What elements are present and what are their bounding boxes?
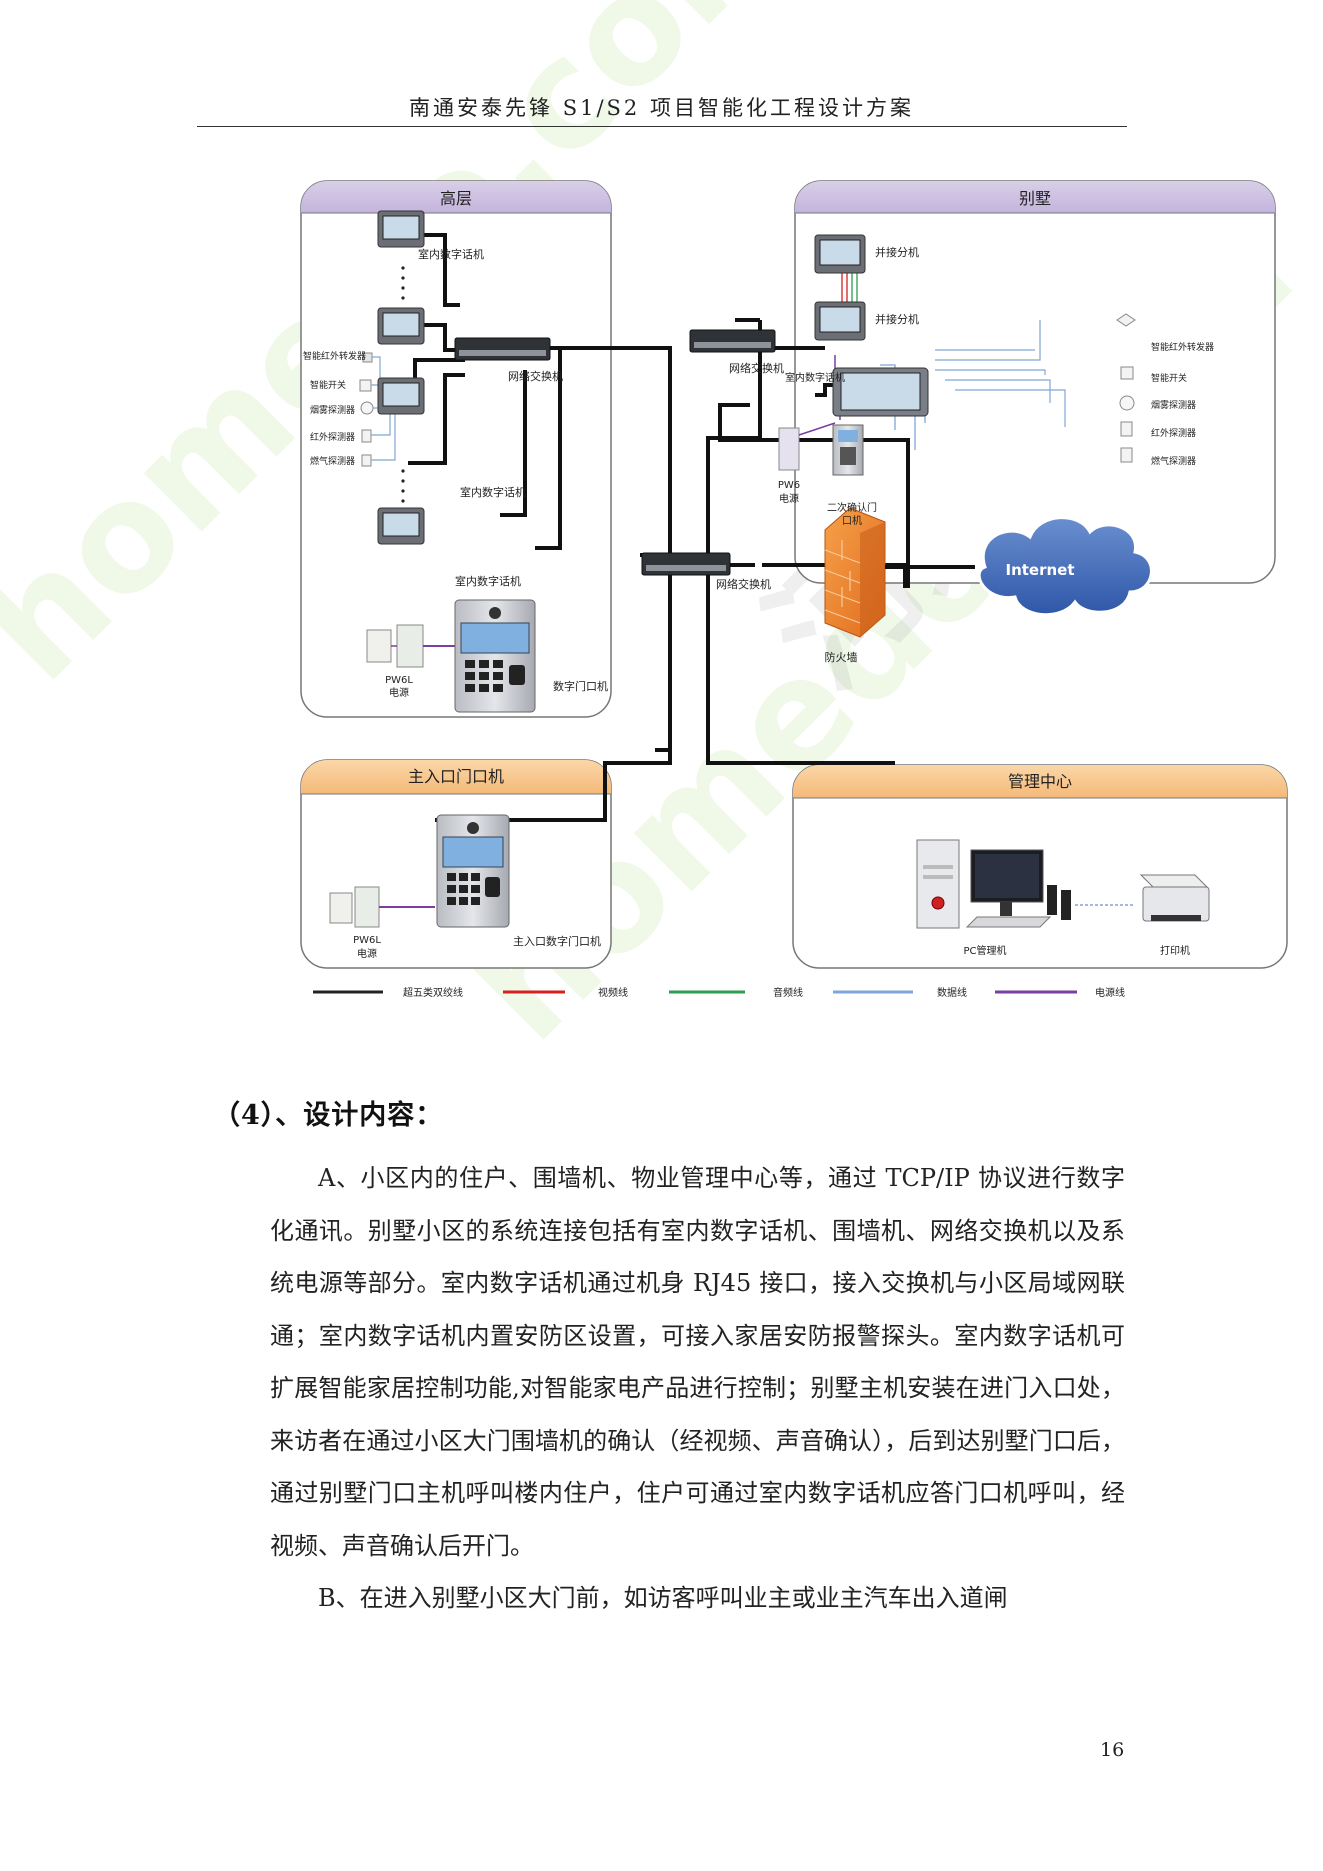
label-indoor-phone-top: 室内数字话机 bbox=[418, 247, 484, 261]
parallel-extension-1 bbox=[814, 234, 866, 274]
indoor-phone-unit bbox=[377, 377, 425, 415]
label-firewall: 防火墙 bbox=[825, 650, 858, 664]
label-ir-detector-left: 红外探测器 bbox=[310, 431, 355, 443]
label-pw6l-main-1: PW6L bbox=[353, 935, 381, 946]
label-gas-right: 燃气探测器 bbox=[1151, 455, 1196, 467]
label-smart-switch-right: 智能开关 bbox=[1151, 372, 1187, 384]
paragraph-a: A、小区内的住户、围墙机、物业管理中心等，通过 TCP/IP 协议进行数字化通讯… bbox=[270, 1164, 1125, 1560]
main-entrance-door-unit bbox=[436, 814, 510, 928]
label-switch-center: 网络交换机 bbox=[716, 577, 771, 591]
digital-door-unit bbox=[454, 599, 536, 713]
panel-title-bieshu: 别墅 bbox=[1019, 189, 1051, 208]
label-smoke-left: 烟雾探测器 bbox=[310, 404, 355, 416]
panel-bieshu: 别墅 bbox=[794, 180, 1276, 584]
paragraph-b: B、在进入别墅小区大门前，如访客呼叫业主或业主汽车出入道闸 bbox=[318, 1584, 1008, 1612]
legend-label-power: 电源线 bbox=[1095, 986, 1125, 999]
pw6-power bbox=[778, 422, 836, 471]
label-switch-left: 网络交换机 bbox=[508, 369, 563, 383]
label-parallel-ext-2: 并接分机 bbox=[875, 312, 919, 326]
system-diagram: 高层 别墅 主入口门口机 管理中心 bbox=[295, 175, 1295, 1015]
panel-title-management: 管理中心 bbox=[1008, 772, 1072, 791]
label-smart-switch-left: 智能开关 bbox=[310, 379, 346, 391]
indoor-phone-unit bbox=[377, 507, 425, 545]
firewall bbox=[824, 507, 886, 638]
villa-indoor-phone bbox=[832, 367, 929, 417]
label-confirm-door-1: 二次确认门 bbox=[827, 501, 877, 514]
page-number: 16 bbox=[1100, 1739, 1125, 1761]
panel-title-gaoceng: 高层 bbox=[440, 189, 472, 208]
diagram-legend: 超五类双绞线 视频线 音频线 数据线 电源线 bbox=[313, 986, 1125, 999]
parallel-extension-2 bbox=[814, 301, 866, 341]
page-header: 南通安泰先锋 S1/S2 项目智能化工程设计方案 bbox=[409, 96, 914, 120]
label-main-door-unit: 主入口数字门口机 bbox=[513, 934, 601, 948]
pw6l-power-left bbox=[366, 624, 455, 668]
indoor-phone-unit bbox=[377, 210, 425, 248]
legend-label-video: 视频线 bbox=[598, 986, 628, 999]
label-parallel-ext-1: 并接分机 bbox=[875, 245, 919, 259]
label-pw6l-main-2: 电源 bbox=[357, 947, 377, 960]
label-pw6-1: PW6 bbox=[778, 480, 800, 491]
section-title: （4）、设计内容： bbox=[213, 1100, 444, 1131]
legend-label-cat5: 超五类双绞线 bbox=[403, 986, 463, 999]
label-confirm-door-2: 口机 bbox=[842, 514, 862, 527]
internet-cloud bbox=[977, 516, 1153, 617]
label-ir-detector-right: 红外探测器 bbox=[1151, 427, 1196, 439]
network-switch-villa bbox=[689, 329, 776, 353]
label-villa-indoor-phone: 室内数字话机 bbox=[785, 371, 845, 384]
pc-management-station bbox=[916, 839, 1071, 929]
legend-label-data: 数据线 bbox=[937, 986, 967, 999]
panel-title-main-entrance: 主入口门口机 bbox=[408, 767, 504, 786]
indoor-phone-unit bbox=[377, 307, 425, 345]
label-gas-left: 燃气探测器 bbox=[310, 455, 355, 467]
label-printer: 打印机 bbox=[1160, 944, 1190, 957]
label-pw6l-left-1: PW6L bbox=[385, 675, 413, 686]
label-internet: Internet bbox=[1005, 561, 1074, 579]
label-smoke-right: 烟雾探测器 bbox=[1151, 399, 1196, 411]
legend-label-audio: 音频线 bbox=[773, 986, 803, 999]
body-text: A、小区内的住户、围墙机、物业管理中心等，通过 TCP/IP 协议进行数字化通讯… bbox=[270, 1152, 1125, 1625]
sensor-cluster-right bbox=[1116, 313, 1136, 463]
printer bbox=[1139, 874, 1210, 922]
label-digital-door-unit: 数字门口机 bbox=[553, 679, 608, 693]
label-pw6-2: 电源 bbox=[779, 492, 799, 505]
label-ir-transmitter-left: 智能红外转发器 bbox=[303, 350, 366, 362]
label-indoor-phone-bot: 室内数字话机 bbox=[455, 574, 521, 588]
label-pw6l-left-2: 电源 bbox=[389, 686, 409, 699]
secondary-confirm-door-unit bbox=[832, 424, 864, 476]
pw6l-power-main bbox=[329, 886, 435, 928]
label-ir-transmitter-right: 智能红外转发器 bbox=[1151, 341, 1214, 353]
network-switch-left bbox=[454, 337, 551, 361]
label-switch-villa: 网络交换机 bbox=[729, 361, 784, 375]
ellipsis-dots bbox=[401, 266, 405, 300]
label-pc: PC管理机 bbox=[963, 944, 1006, 957]
header-rule bbox=[197, 126, 1127, 127]
network-switch-center bbox=[641, 552, 731, 576]
label-indoor-phone-mid: 室内数字话机 bbox=[460, 485, 526, 499]
ellipsis-dots bbox=[401, 469, 405, 503]
